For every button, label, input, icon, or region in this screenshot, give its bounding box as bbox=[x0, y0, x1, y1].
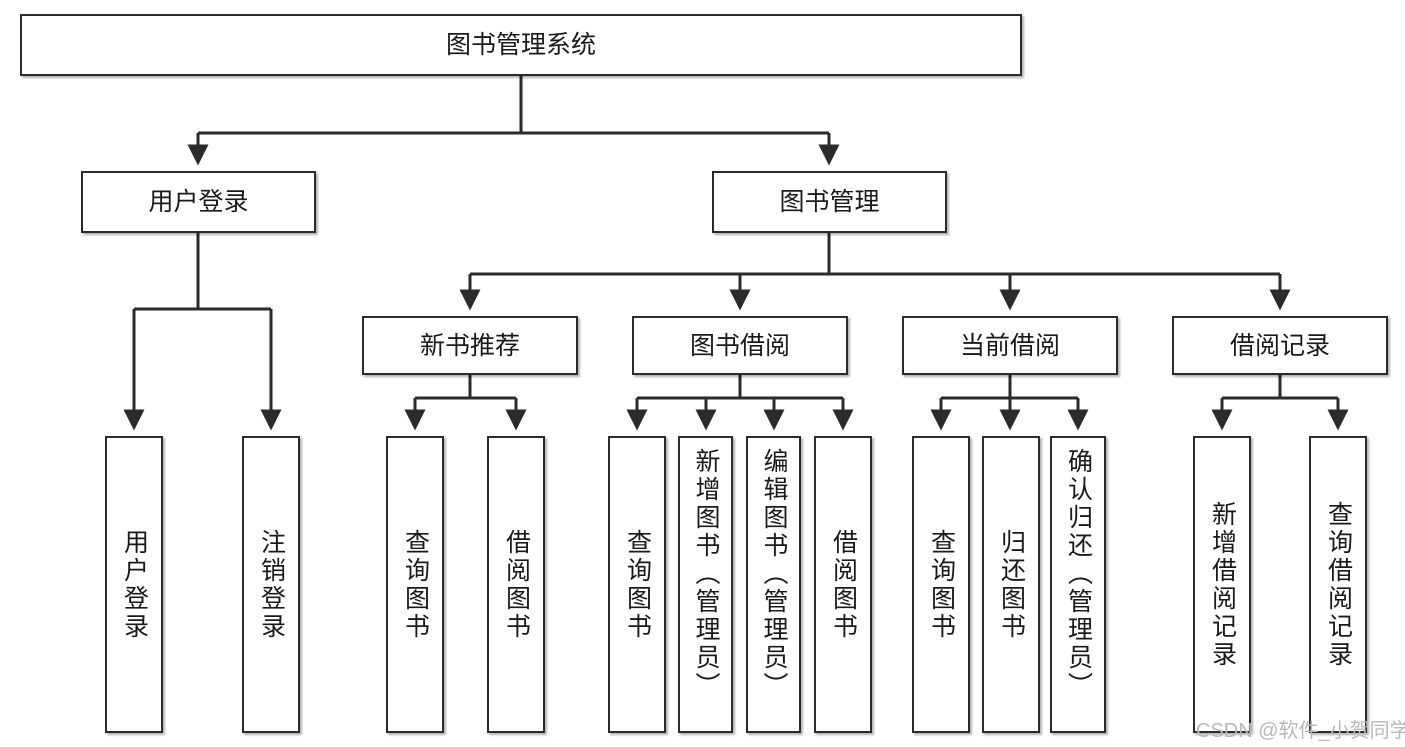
node-book-borrow[interactable]: 图书借阅 bbox=[632, 316, 848, 375]
node-new-book-recommend[interactable]: 新书推荐 bbox=[362, 316, 578, 375]
node-leaf-bb-edit-book-label: 编辑图书（管理员） bbox=[760, 448, 788, 700]
node-leaf-cb-confirm-return-label: 确认归还（管理员） bbox=[1064, 448, 1093, 700]
node-leaf-cb-return-book[interactable]: 归还图书 bbox=[982, 436, 1040, 733]
node-borrow-record-label: 借阅记录 bbox=[1229, 331, 1330, 360]
node-current-borrow[interactable]: 当前借阅 bbox=[902, 316, 1118, 375]
node-book-manage-label: 图书管理 bbox=[779, 188, 880, 216]
node-leaf-cb-return-book-label: 归还图书 bbox=[997, 528, 1026, 641]
node-leaf-user-login[interactable]: 用户登录 bbox=[105, 436, 163, 733]
node-leaf-bb-borrow-book[interactable]: 借阅图书 bbox=[814, 436, 872, 733]
node-new-book-recommend-label: 新书推荐 bbox=[419, 331, 520, 360]
node-leaf-cb-query-book[interactable]: 查询图书 bbox=[912, 436, 970, 733]
node-leaf-bb-add-book[interactable]: 新增图书（管理员） bbox=[678, 436, 733, 733]
node-leaf-br-add-record[interactable]: 新增借阅记录 bbox=[1193, 436, 1251, 733]
node-leaf-rec-query-book-label: 查询图书 bbox=[401, 528, 430, 641]
node-leaf-br-add-record-label: 新增借阅记录 bbox=[1208, 500, 1237, 669]
node-book-manage[interactable]: 图书管理 bbox=[712, 171, 947, 233]
node-leaf-logout-label: 注销登录 bbox=[257, 528, 286, 641]
node-leaf-cb-query-book-label: 查询图书 bbox=[927, 528, 956, 641]
node-root[interactable]: 图书管理系统 bbox=[20, 14, 1022, 76]
node-current-borrow-label: 当前借阅 bbox=[959, 331, 1060, 360]
node-leaf-br-query-record-label: 查询借阅记录 bbox=[1324, 500, 1353, 669]
node-leaf-rec-query-book[interactable]: 查询图书 bbox=[386, 436, 444, 733]
node-leaf-bb-query-book[interactable]: 查询图书 bbox=[608, 436, 666, 733]
node-root-label: 图书管理系统 bbox=[445, 31, 596, 59]
node-leaf-bb-query-book-label: 查询图书 bbox=[623, 528, 652, 641]
node-leaf-br-query-record[interactable]: 查询借阅记录 bbox=[1309, 436, 1367, 733]
node-leaf-logout[interactable]: 注销登录 bbox=[242, 436, 300, 733]
csdn-watermark: CSDN @软件_小贺同学 bbox=[1196, 720, 1405, 742]
node-borrow-record[interactable]: 借阅记录 bbox=[1172, 316, 1388, 375]
node-book-borrow-label: 图书借阅 bbox=[689, 331, 790, 360]
node-user-login[interactable]: 用户登录 bbox=[81, 171, 316, 233]
node-leaf-bb-borrow-book-label: 借阅图书 bbox=[829, 528, 858, 641]
node-leaf-user-login-label: 用户登录 bbox=[120, 528, 149, 641]
node-leaf-rec-borrow-book[interactable]: 借阅图书 bbox=[487, 436, 545, 733]
node-leaf-bb-edit-book[interactable]: 编辑图书（管理员） bbox=[746, 436, 801, 733]
node-leaf-bb-add-book-label: 新增图书（管理员） bbox=[692, 448, 720, 700]
node-leaf-rec-borrow-book-label: 借阅图书 bbox=[502, 528, 531, 641]
node-leaf-cb-confirm-return[interactable]: 确认归还（管理员） bbox=[1050, 436, 1106, 733]
node-user-login-label: 用户登录 bbox=[148, 188, 249, 216]
